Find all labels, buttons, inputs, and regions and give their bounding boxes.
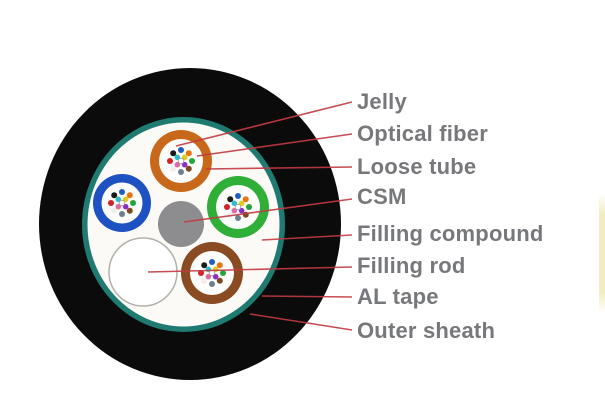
csm-rod <box>158 201 204 247</box>
optical-fiber-dot <box>181 161 188 168</box>
optical-fiber-dot <box>177 157 185 165</box>
label-filling-rod: Filling rod <box>357 253 466 278</box>
label-optical-fiber: Optical fiber <box>357 121 488 146</box>
optical-fiber-dot <box>220 270 226 276</box>
fiber-cluster-orange <box>167 147 195 175</box>
optical-fiber-dot <box>231 200 238 207</box>
label-filling-compound: Filling compound <box>357 221 544 246</box>
optical-fiber-dot <box>185 165 192 172</box>
optical-fiber-dot <box>234 203 242 211</box>
label-csm: CSM <box>357 184 407 209</box>
optical-fiber-dot <box>242 196 249 203</box>
optical-fiber-dot <box>119 211 125 217</box>
leader-lines <box>147 101 353 331</box>
optical-fiber-dot <box>174 161 181 168</box>
optical-fiber-dot <box>111 207 118 214</box>
optical-fiber-dot <box>115 196 122 203</box>
leader-line-csm <box>183 198 353 223</box>
optical-fiber-dot <box>115 203 122 210</box>
leader-line-outer-sheath <box>249 313 353 331</box>
optical-fiber-dot <box>119 189 125 195</box>
optical-fiber-dot <box>122 196 129 203</box>
optical-fiber-dot <box>238 207 245 214</box>
optical-fiber-dot <box>231 207 238 214</box>
optical-fiber-dot <box>167 158 173 164</box>
leader-line-filling-rod <box>147 266 353 273</box>
optical-fiber-dot <box>170 150 177 157</box>
optical-fiber-dot <box>108 200 114 206</box>
label-outer-sheath: Outer sheath <box>357 318 496 343</box>
optical-fiber-dot <box>235 215 241 221</box>
optical-fiber-dot <box>170 165 177 172</box>
optical-fiber-dot <box>205 273 212 280</box>
fiber-cluster-brown <box>198 259 226 287</box>
optical-fiber-dot <box>227 196 234 203</box>
optical-fiber-dot <box>185 150 192 157</box>
optical-fiber-dot <box>111 192 118 199</box>
optical-fiber-dot <box>181 154 188 161</box>
optical-fiber-dot <box>122 203 129 210</box>
optical-fiber-dot <box>189 158 195 164</box>
leader-line-loose-tube <box>205 166 353 170</box>
optical-fiber-dot <box>130 200 136 206</box>
leader-line-jelly <box>175 101 353 147</box>
optical-fiber-dot <box>212 273 219 280</box>
label-loose-tube: Loose tube <box>357 154 477 179</box>
optical-fiber-dot <box>126 207 133 214</box>
fiber-cluster-blue <box>108 189 136 217</box>
page-edge-artifact <box>599 193 605 313</box>
optical-fiber-dot <box>174 154 181 161</box>
optical-fiber-dot <box>238 200 245 207</box>
optical-fiber-dot <box>209 281 215 287</box>
optical-fiber-dot <box>246 204 252 210</box>
optical-fiber-dot <box>209 259 215 265</box>
label-al-tape: AL tape <box>357 284 439 309</box>
optical-fiber-dot <box>224 204 230 210</box>
fiber-cluster-green <box>224 193 252 221</box>
optical-fiber-dot <box>201 262 208 269</box>
leader-line-filling-compound <box>261 234 353 241</box>
leader-line-optical-fiber <box>196 133 353 157</box>
optical-fiber-dot <box>126 192 133 199</box>
label-jelly: Jelly <box>357 89 407 114</box>
optical-fiber-dot <box>178 147 184 153</box>
leader-line-al-tape <box>261 295 353 298</box>
optical-fiber-dot <box>216 277 223 284</box>
optical-fiber-dot <box>178 169 184 175</box>
optical-fiber-dot <box>235 193 241 199</box>
optical-fiber-dot <box>201 277 208 284</box>
optical-fiber-dot <box>216 262 223 269</box>
optical-fiber-dot <box>118 199 126 207</box>
